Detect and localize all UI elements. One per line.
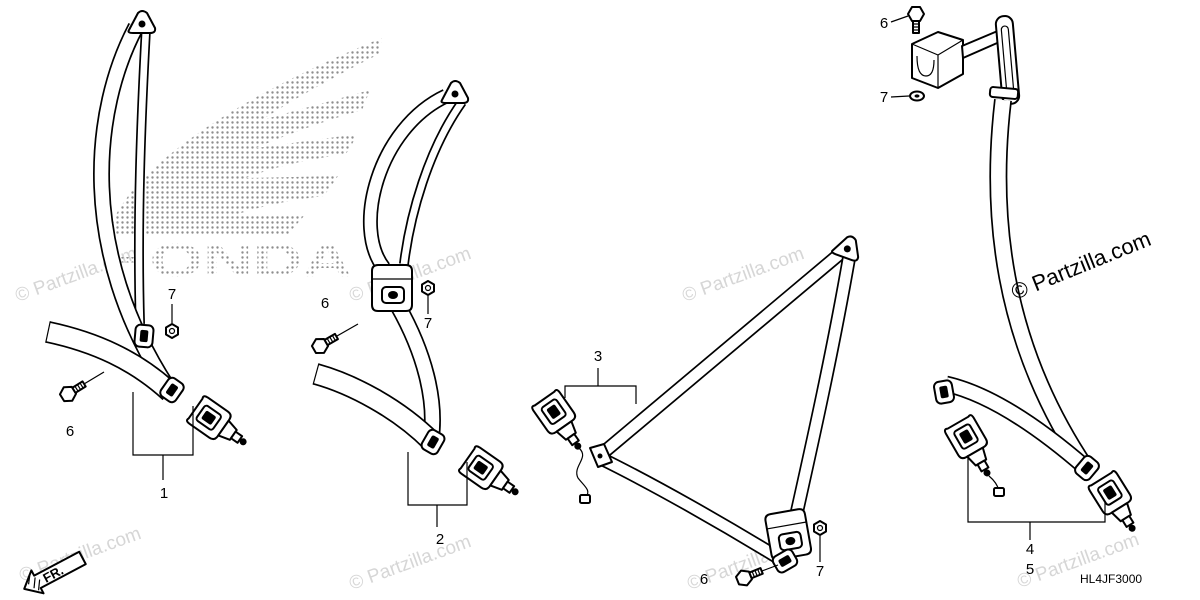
leader-line: [890, 95, 910, 98]
callout-number-3: 3: [594, 348, 602, 365]
diagonal-belt-face: [600, 247, 846, 457]
cable-connector: [993, 487, 1005, 497]
seat-belt-assembly-1: 7 6 1: [45, 10, 257, 502]
nut: [813, 520, 827, 536]
lap-belt-end: [45, 321, 51, 343]
shoulder-belt-face: [991, 99, 1093, 473]
leader-line: [336, 323, 359, 337]
nut: [421, 280, 435, 296]
cable-connector: [579, 494, 591, 504]
callout-number-4: 4: [1026, 541, 1034, 558]
seat-belt-assembly-3: 6 7 3: [530, 231, 866, 590]
callout-number-7: 7: [880, 89, 888, 106]
bolt: [56, 376, 90, 406]
buckle: [942, 413, 1004, 485]
watermark-text: © Partzilla.com: [347, 531, 474, 595]
honda-wing-icon: [108, 38, 382, 234]
seat-belt-assembly-4-5: 6 7 4 5: [880, 6, 1149, 578]
buckle-cable: [576, 447, 589, 498]
lap-belt-face: [597, 453, 785, 565]
callout-bracket-1: [132, 392, 194, 480]
upper-anchor-bracket: [911, 15, 1021, 105]
anchor-block-edges: [911, 39, 964, 88]
anchor-block-slot: [916, 55, 935, 77]
callout-number-6: 6: [66, 423, 74, 440]
buckle: [185, 394, 257, 458]
callout-number-1: 1: [160, 485, 168, 502]
lap-anchor-fitting: [932, 378, 956, 406]
arrow-hatching: [27, 575, 41, 591]
retractor: [371, 264, 413, 312]
partzilla-watermark: © Partzilla.com: [1008, 226, 1155, 305]
lap-belt-face: [313, 365, 439, 449]
callout-number-7: 7: [168, 286, 176, 303]
bolt: [907, 6, 925, 34]
callout-bracket-3: [564, 368, 637, 404]
belt-loop: [988, 86, 1020, 100]
leader-line: [761, 564, 779, 572]
vertical-belt-face: [790, 257, 855, 518]
lap-belt-face: [46, 322, 177, 399]
buckle: [457, 444, 529, 508]
callout-number-6: 6: [880, 15, 888, 32]
lower-belt-face: [392, 302, 440, 442]
lap-belt-face: [944, 377, 1091, 474]
callout-number-7: 7: [424, 315, 432, 332]
buckle: [530, 388, 594, 460]
upper-anchor-plate: [127, 10, 157, 34]
leader-line: [890, 15, 909, 23]
callout-number-6: 6: [321, 295, 329, 312]
bolt: [308, 328, 342, 358]
upper-anchor-plate: [440, 80, 470, 104]
strap-anchor-fitting: [133, 323, 155, 349]
callout-number-7: 7: [816, 563, 824, 580]
seat-belt-assembly-2: 6 7 2: [308, 80, 529, 548]
nut: [165, 323, 179, 339]
leader-line: [83, 371, 105, 385]
callout-number-5: 5: [1026, 561, 1034, 578]
callout-number-6: 6: [700, 571, 708, 588]
diagram-code: HL4JF3000: [1080, 572, 1142, 586]
shoulder-belt-inner-face: [400, 100, 465, 265]
buckle-tongue: [1086, 469, 1149, 541]
callout-number-2: 2: [436, 531, 444, 548]
shoulder-belt-outer-face: [364, 90, 449, 272]
callout-bracket-2: [407, 452, 468, 527]
callout-bracket-4-5: [967, 455, 1106, 540]
bracket-hole: [597, 453, 603, 459]
washer-hole: [914, 94, 920, 98]
lap-belt-end: [312, 363, 320, 385]
shoulder-strap-inner-face: [135, 27, 150, 325]
